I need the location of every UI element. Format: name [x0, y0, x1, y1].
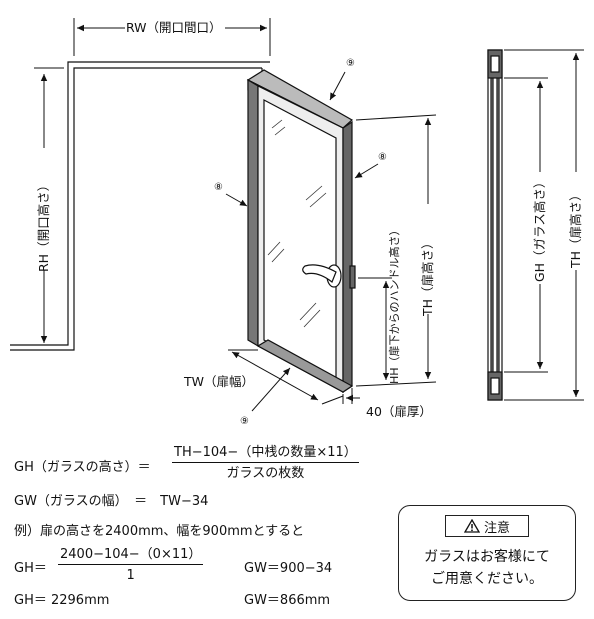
example-intro: 例）扉の高さを2400mm、幅を900mmとすると: [14, 524, 305, 539]
marker-8-right: ⑧: [378, 152, 387, 163]
marker-8-right-leader: [354, 163, 379, 179]
warning-icon: [463, 519, 480, 533]
th-dimension: [355, 114, 437, 387]
tw-dimension: [228, 349, 344, 405]
rh-label: RH（開口高さ）: [36, 179, 51, 272]
marker-9-bottom-leader: [251, 367, 291, 412]
example-gh-numerator: 2400−104−（0×11）: [58, 548, 204, 565]
result-gh: GH＝ 2296mm: [14, 593, 110, 608]
thickness-dimension: [342, 388, 360, 404]
result-gw: GW＝866mm: [244, 593, 331, 608]
notice-title: 注意: [483, 520, 510, 536]
gh-formula-numerator: TH−104−（中桟の数量×11）: [172, 446, 359, 463]
door-side-section: [487, 49, 503, 401]
tw-label: TW（扉幅）: [183, 374, 254, 389]
thickness-label: 40（扉厚）: [366, 404, 432, 419]
rw-dimension: [73, 18, 271, 56]
gw-formula: GW（ガラスの幅） ＝ TW−34: [14, 494, 209, 509]
example-gh-denominator: 1: [126, 568, 135, 583]
notice-line-1: ガラスはお客様にて: [424, 549, 550, 565]
notice-line-2: ご用意ください。: [431, 571, 543, 587]
th-label: TH（扉高さ）: [420, 236, 435, 317]
example-gw: GW＝900−34: [244, 561, 333, 576]
hh-dimension: [358, 277, 392, 380]
marker-9-top-leader: [329, 71, 346, 101]
marker-9-top: ⑨: [346, 58, 355, 69]
side-dimensions: [504, 49, 584, 401]
rh-dimension: [34, 67, 64, 343]
door-panel: [246, 69, 354, 394]
example-gh-prefix: GH＝: [14, 561, 47, 576]
rw-label: RW（開口間口）: [126, 20, 222, 35]
gh-formula-fraction: TH−104−（中桟の数量×11） ガラスの枚数: [172, 446, 359, 480]
example-gh-fraction: 2400−104−（0×11） 1: [58, 548, 204, 583]
door-handle: [302, 264, 356, 289]
gh-formula-prefix: GH（ガラスの高さ）＝: [14, 460, 151, 475]
marker-9-bottom: ⑨: [240, 416, 249, 427]
door-diagram: RW（開口間口） RH（開口高さ） ⑨: [10, 18, 584, 427]
gh-side-label: GH（ガラス高さ）: [532, 176, 547, 282]
notice-box: 注意 ガラスはお客様にて ご用意ください。: [398, 505, 576, 601]
marker-8-left-leader: [225, 193, 248, 207]
marker-8-left: ⑧: [214, 182, 223, 193]
hh-label: HH（扉下からのハンドル高さ）: [387, 224, 401, 384]
gh-formula-denominator: ガラスの枚数: [226, 466, 305, 481]
notice-header: 注意: [445, 515, 529, 537]
th-side-label: TH（扉高さ）: [568, 188, 583, 269]
glass-reflection: [267, 119, 327, 328]
